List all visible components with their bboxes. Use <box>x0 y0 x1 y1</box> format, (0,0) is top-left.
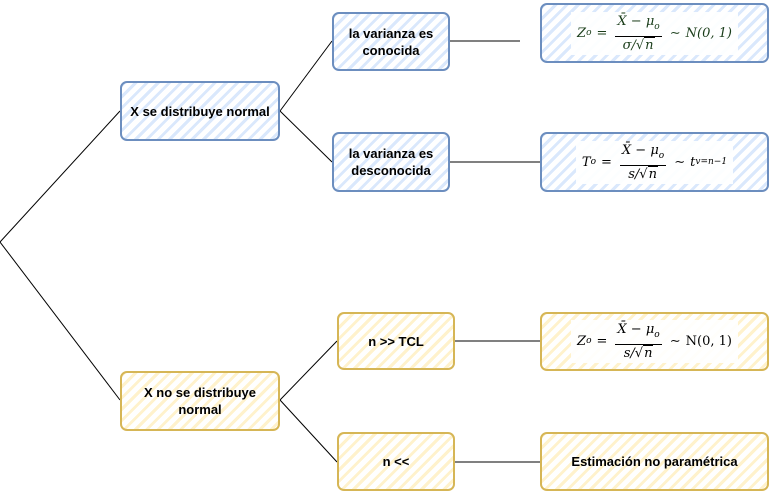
formula-z-tcl-rhs: N(0, 1) <box>685 334 732 349</box>
node-x-not-normal: X no se distribuye normal <box>120 371 280 431</box>
edge-normal-unknown <box>279 110 333 163</box>
formula-t-unknown-eq: = <box>601 154 612 170</box>
formula-t-unknown-den-b: n <box>647 165 658 182</box>
formula-t-unknown-fraction: X̄ − μo s/√n <box>619 142 667 182</box>
node-n-large: n >> TCL <box>337 312 455 370</box>
formula-t-unknown-den-a: s/ <box>628 166 640 182</box>
node-n-small-label: n << <box>382 454 410 469</box>
formula-z-known-lhs: Z <box>577 25 587 41</box>
node-n-small: n << <box>337 432 455 491</box>
formula-z-known-lhs-sub: o <box>586 27 592 38</box>
formula-z-tcl-lhs-sub: o <box>586 336 592 346</box>
edge-root-not-normal <box>0 241 121 401</box>
formula-z-tcl-sqrt: √ <box>634 346 644 361</box>
formula-z-known-sim: ∼ <box>669 25 681 41</box>
node-n-large-label: n >> TCL <box>368 333 424 349</box>
formula-t-unknown-rhs-sub: v=n−1 <box>695 156 728 167</box>
formula-z-known-sqrt: √ <box>635 37 645 53</box>
formula-z-tcl-sim: ∼ <box>669 334 681 349</box>
formula-z-known-den-a: σ/ <box>622 37 636 53</box>
formula-t-unknown-lhs-sub: o <box>590 156 597 167</box>
formula-z-known-num-sub: o <box>654 21 660 32</box>
formula-t-unknown-sim: ∼ <box>674 154 686 170</box>
formula-z-tcl-eq: = <box>596 334 608 349</box>
formula-z-tcl-num-sub: o <box>654 330 660 340</box>
formula-z-tcl-den-a: s/ <box>623 346 635 361</box>
formula-z-known-den-b: n <box>644 36 655 53</box>
node-variance-known-label: la varianza es conocida <box>348 25 434 58</box>
node-x-normal-label: X se distribuye normal <box>130 103 270 119</box>
formula-z-known-num: X̄ − μ <box>617 13 655 29</box>
edge-normal-known <box>279 40 333 112</box>
node-x-normal: X se distribuye normal <box>120 81 280 141</box>
edge-root-normal <box>0 110 121 243</box>
node-variance-unknown-label: la varianza es desconocida <box>348 146 434 178</box>
formula-z-tcl-fraction: X̄ − μo s/√n <box>615 322 662 361</box>
formula-z-tcl-num: X̄ − μ <box>617 322 655 337</box>
formula-t-unknown-lhs: T <box>581 154 591 170</box>
formula-z-tcl-den-b: n <box>643 345 654 361</box>
edge-notnormal-nsmall <box>279 399 338 463</box>
formula-z-known-fraction: X̄ − μo σ/√n <box>615 13 662 53</box>
formula-z-known-eq: = <box>596 25 608 41</box>
edge-notnormal-nlarge <box>279 340 338 401</box>
node-x-not-normal-label: X no se distribuye normal <box>144 385 256 417</box>
formula-t-unknown-sqrt: √ <box>639 166 648 182</box>
node-nonparametric: Estimación no paramétrica <box>540 432 769 491</box>
formula-t-unknown-num-sub: o <box>658 150 665 161</box>
formula-z-known-rhs: N(0, 1) <box>685 25 732 41</box>
node-variance-known: la varianza es conocida <box>332 12 450 71</box>
formula-t-unknown-rhs: t <box>690 154 696 170</box>
formula-z-tcl-lhs: Z <box>577 334 587 349</box>
node-variance-unknown: la varianza es desconocida <box>332 132 450 192</box>
formula-t-unknown-num: X̄ − μ <box>621 142 659 158</box>
node-nonparametric-label: Estimación no paramétrica <box>571 454 738 469</box>
